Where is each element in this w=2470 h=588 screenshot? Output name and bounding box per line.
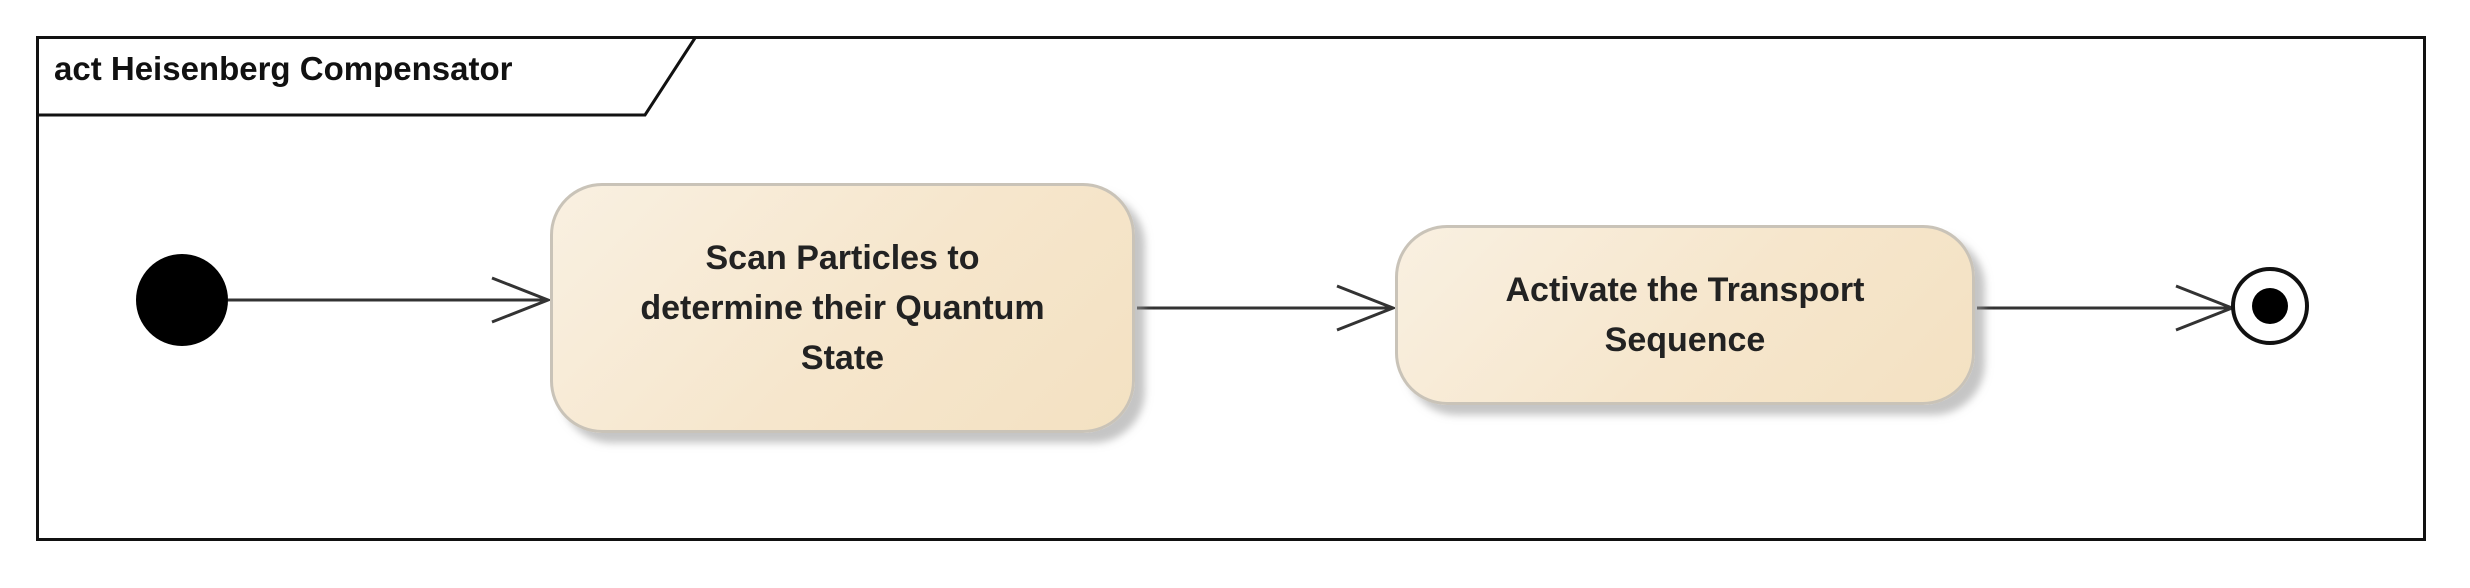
activity-final-node[interactable]: [2231, 267, 2309, 345]
action-scan-particles[interactable]: Scan Particles to determine their Quantu…: [550, 183, 1135, 433]
activity-frame: [36, 36, 2426, 541]
arrowhead-icon: [1336, 284, 1398, 332]
action-activate-transport[interactable]: Activate the Transport Sequence: [1395, 225, 1975, 405]
initial-node[interactable]: [136, 254, 228, 346]
action-label: Activate the Transport Sequence: [1505, 271, 1865, 359]
frame-title: act Heisenberg Compensator: [54, 50, 513, 87]
action-label: Scan Particles to determine their Quantu…: [640, 239, 1045, 377]
frame-title-tab: [38, 37, 697, 117]
arrowhead-icon: [491, 276, 553, 324]
